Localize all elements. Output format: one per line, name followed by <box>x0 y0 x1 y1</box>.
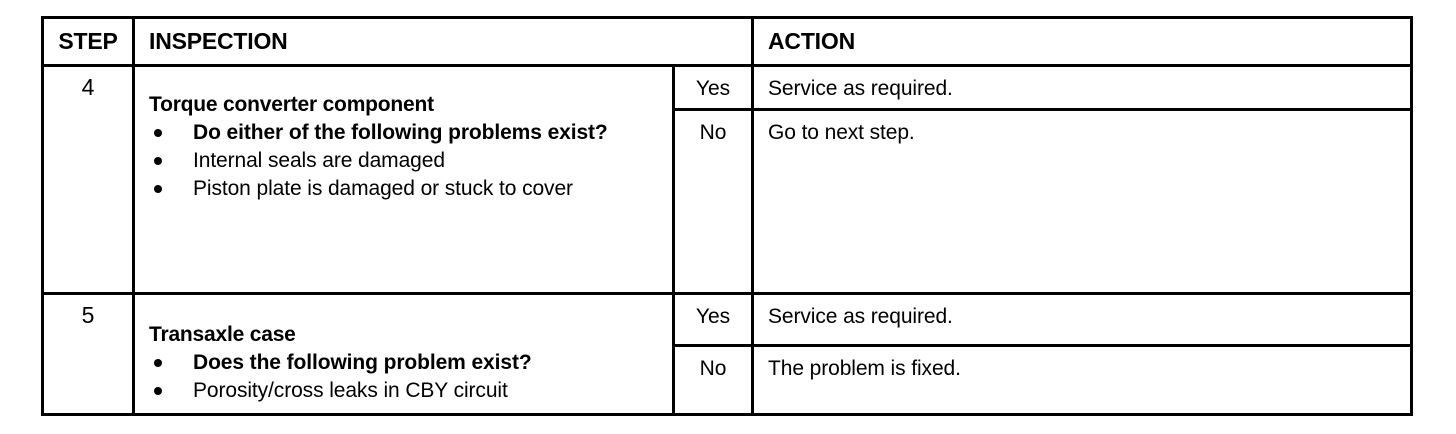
action-cell-yes: Service as required. <box>751 292 1414 347</box>
table-row: 5 Transaxle case Does the following prob… <box>41 292 1414 416</box>
list-item: Porosity/cross leaks in CBY circuit <box>149 377 662 404</box>
inspection-bullet-list: Does the following problem exist? Porosi… <box>149 349 662 404</box>
table-row: No Go to next step. <box>43 108 1414 295</box>
column-header-step: STEP <box>41 16 135 67</box>
step-number-cell: 5 <box>41 292 135 416</box>
table-row: 4 Torque converter component Do either o… <box>41 64 1414 295</box>
diagnostic-inspection-table: STEP INSPECTION ACTION 4 Torque converte… <box>41 16 1414 417</box>
list-item: Internal seals are damaged <box>149 147 662 174</box>
result-cell-yes: Yes <box>671 64 755 111</box>
inspection-title: Transaxle case <box>149 323 296 346</box>
action-cell-yes: Service as required. <box>751 64 1414 111</box>
result-cell-yes: Yes <box>671 292 755 347</box>
list-item: Do either of the following problems exis… <box>149 119 662 146</box>
table-row: No The problem is fixed. <box>43 343 1414 417</box>
table-header-row: STEP INSPECTION ACTION <box>41 16 1414 67</box>
result-cell-no: No <box>671 343 755 417</box>
action-cell-no: Go to next step. <box>751 108 1414 295</box>
action-cell-no: The problem is fixed. <box>751 343 1414 417</box>
list-item: Does the following problem exist? <box>149 349 662 376</box>
list-item: Piston plate is damaged or stuck to cove… <box>149 175 662 202</box>
inspection-cell: Torque converter component Do either of … <box>132 64 675 295</box>
result-cell-no: No <box>671 108 755 295</box>
column-header-action: ACTION <box>751 16 1414 67</box>
inspection-title: Torque converter component <box>149 93 434 116</box>
inspection-bullet-list: Do either of the following problems exis… <box>149 119 662 202</box>
inspection-cell: Transaxle case Does the following proble… <box>132 292 675 416</box>
column-header-inspection: INSPECTION <box>131 16 755 67</box>
step-number-cell: 4 <box>41 64 135 295</box>
